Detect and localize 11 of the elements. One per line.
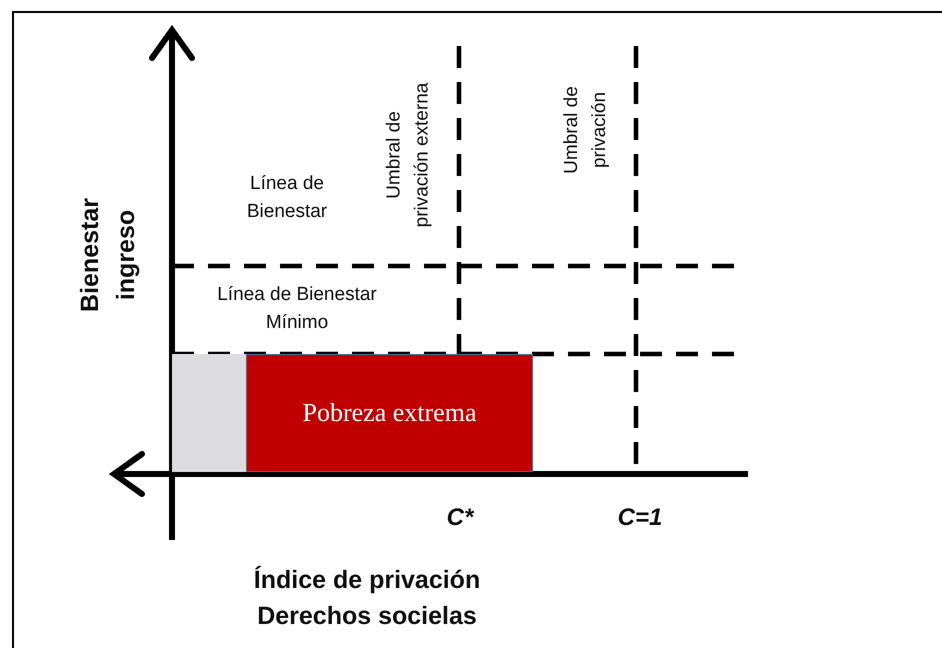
poverty-region (246, 354, 533, 472)
region-label: Pobreza extrema (302, 398, 476, 428)
axis-title: Bienestar ingreso (75, 197, 141, 314)
threshold-label: Umbral de privación (560, 85, 611, 176)
line-label: Línea de Bienestar (246, 172, 328, 224)
shaded-region (172, 354, 246, 472)
tick-label: C=1 (616, 503, 664, 533)
line-label: Línea de Bienestar Mínimo (216, 283, 378, 335)
threshold-label: Umbral de privación externa (382, 82, 434, 230)
tick-label: C* (446, 503, 476, 533)
axis-title: Índice de privación Derechos socielas (252, 564, 482, 632)
